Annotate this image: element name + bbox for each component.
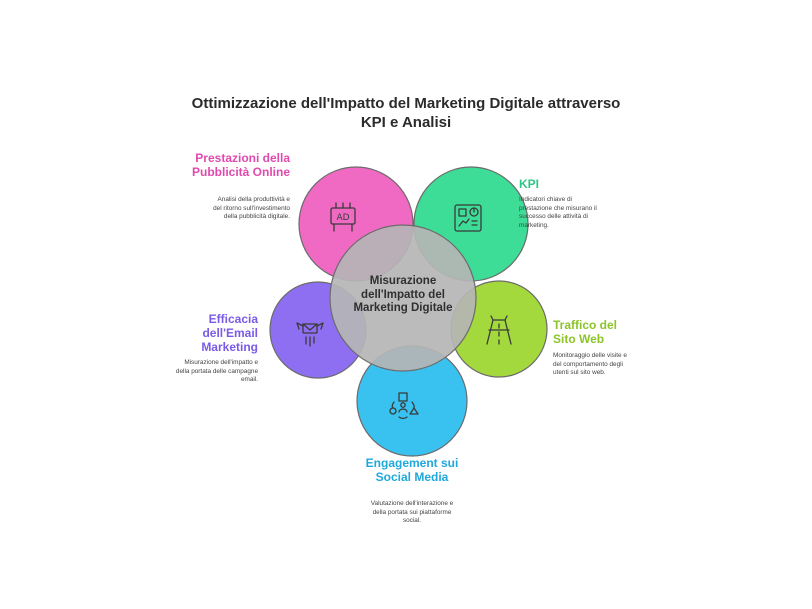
desc-web-traffic: Monitoraggio delle visite e del comporta…	[553, 352, 627, 377]
heading-web-traffic: Traffico del Sito Web	[553, 318, 618, 346]
desc-online-ads: Analisi della produttività e del ritorno…	[213, 196, 290, 221]
flying-envelope-icon	[296, 322, 324, 347]
diagram-title: Ottimizzazione dell'Impatto del Marketin…	[191, 95, 621, 131]
dashboard-icon	[454, 204, 482, 232]
desc-social-media: Valutazione dell'interazione e della por…	[370, 500, 454, 525]
road-icon	[486, 315, 512, 345]
desc-kpi: Indicatori chiave di prestazione che mis…	[519, 196, 597, 229]
hub-label: Misurazione dell'Impatto del Marketing D…	[353, 275, 453, 314]
heading-kpi: KPI	[519, 177, 540, 191]
billboard-icon: AD	[330, 202, 356, 232]
heading-email: Efficacia dell'Email Marketing	[201, 312, 258, 354]
desc-email: Misurazione dell'impatto e della portata…	[175, 359, 258, 384]
network-icon	[389, 392, 419, 420]
hub-circle	[329, 224, 477, 372]
heading-online-ads: Prestazioni della Pubblicità Online	[191, 151, 290, 179]
svg-text:AD: AD	[336, 213, 349, 223]
heading-social-media: Engagement sui Social Media	[365, 456, 459, 484]
